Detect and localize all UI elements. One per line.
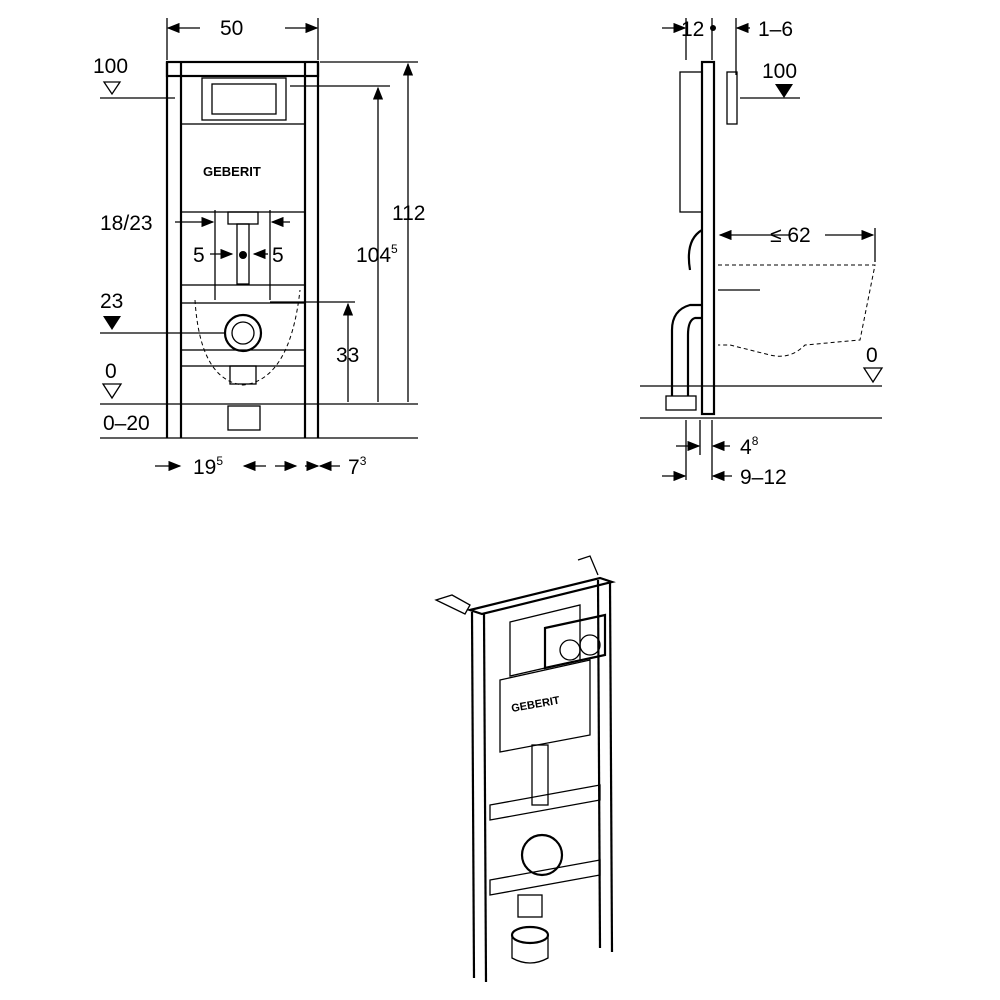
iso-geberit-logo: GEBERIT [510, 695, 561, 715]
width-label: 50 [220, 17, 243, 40]
bowl-projection-label: ≤ 62 [770, 224, 811, 247]
height-33-label: 33 [336, 344, 359, 367]
front-view: 50 GEBERIT 100 18/23 5 5 23 [93, 17, 425, 479]
level-100-label: 100 [93, 55, 128, 78]
foot-right-label: 73 [348, 454, 367, 479]
depth-top-label: 12 [681, 18, 704, 41]
offset-right-label: 5 [272, 244, 284, 267]
foot-left-label: 195 [193, 454, 223, 479]
offset-left-label: 5 [193, 244, 205, 267]
height-104-label: 1045 [356, 242, 398, 267]
floor-range-label: 0–20 [103, 412, 150, 435]
side-level-100-label: 100 [762, 60, 797, 83]
outlet-spacing-label: 18/23 [100, 212, 153, 235]
height-112-label: 112 [392, 202, 425, 225]
wall-range-label: 1–6 [758, 18, 793, 41]
foot-depth-label: 48 [740, 434, 759, 459]
side-level-0-label: 0 [866, 344, 878, 367]
level-0-label: 0 [105, 360, 117, 383]
level-23-label: 23 [100, 290, 123, 313]
side-view: 12 1–6 100 ≤ 62 0 48 9–12 [640, 18, 884, 489]
geberit-logo: GEBERIT [203, 164, 261, 179]
isometric-view: GEBERIT [434, 555, 616, 983]
wall-depth-label: 9–12 [740, 466, 787, 489]
